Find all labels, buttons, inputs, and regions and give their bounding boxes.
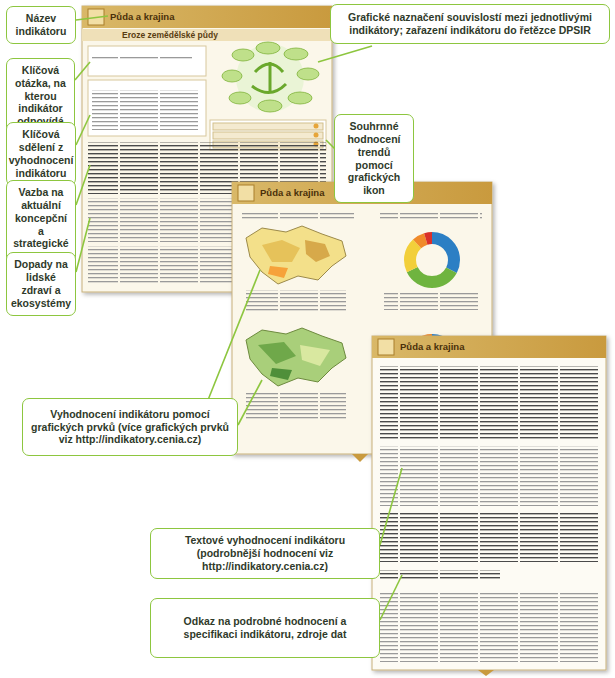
label-text: Půda a krajina [260, 187, 324, 198]
callout-box: Souhrnné hodnocení trendů pomocí grafick… [334, 114, 414, 203]
callout-text: Dopady na lidské zdraví a ekosystémy [11, 258, 71, 309]
callout-box: Grafické naznačení souvislostí mezi jedn… [330, 4, 610, 44]
callout-text: Souhrnné hodnocení trendů pomocí grafick… [340, 120, 408, 197]
callout-box: Název indikátoru [6, 6, 76, 44]
page-heading: Půda a krajina [110, 11, 174, 22]
callout-text: Odkaz na podrobné hodnocení a specifikac… [156, 615, 374, 641]
callout-text: Název indikátoru [12, 12, 70, 38]
leader-line [75, 16, 402, 620]
callout-text: Klíčová otázka, na kterou indikátor odpo… [12, 64, 69, 128]
callout-box: Dopady na lidské zdraví a ekosystémy [6, 252, 76, 316]
callout-text: Textové vyhodnocení indikátoru (podrobně… [156, 534, 374, 572]
page-heading: Eroze zemědělské půdy [122, 30, 218, 40]
label-text: Půda a krajina [110, 11, 174, 22]
document-page [372, 336, 606, 676]
page-heading: Půda a krajina [400, 341, 464, 352]
callout-box: Odkaz na podrobné hodnocení a specifikac… [150, 598, 380, 658]
label-text: Půda a krajina [400, 341, 464, 352]
label-text: Eroze zemědělské půdy [122, 30, 218, 40]
callout-text: Klíčová sdělení z vyhodnocení indikátoru [9, 128, 74, 179]
callout-text: Vyhodnocení indikátoru pomocí grafických… [28, 408, 232, 446]
callout-text: Grafické naznačení souvislostí mezi jedn… [336, 11, 604, 37]
document-page [82, 6, 332, 292]
callout-box: Klíčová sdělení z vyhodnocení indikátoru [6, 122, 76, 186]
map [246, 226, 346, 312]
callout-box: Vyhodnocení indikátoru pomocí grafických… [22, 398, 238, 456]
dpsir-graphic [222, 42, 319, 112]
donut-chart [410, 238, 454, 282]
page-heading: Půda a krajina [260, 187, 324, 198]
callout-box: Textové vyhodnocení indikátoru (podrobně… [150, 528, 380, 579]
map [246, 328, 346, 420]
